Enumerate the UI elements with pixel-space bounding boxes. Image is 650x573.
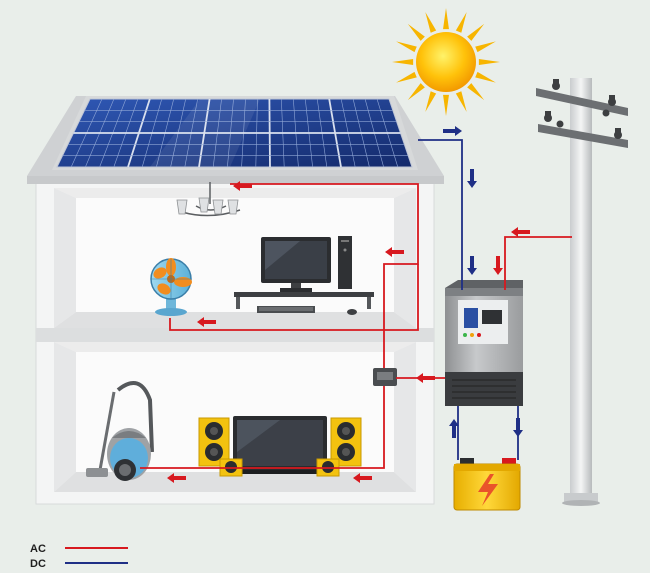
battery-icon <box>453 458 521 511</box>
desk-fan-icon <box>150 258 192 316</box>
flow-arrows <box>167 126 530 483</box>
flow-arrow <box>167 473 186 483</box>
inverter-icon <box>445 280 523 406</box>
computer-monitor-icon <box>261 237 331 292</box>
computer-desk <box>234 236 374 315</box>
flow-arrow <box>353 473 372 483</box>
flow-arrow <box>233 181 252 191</box>
legend: AC DC <box>30 543 128 570</box>
television-icon <box>233 416 327 474</box>
ceiling-light-icon <box>176 182 241 217</box>
flow-arrow <box>197 317 216 327</box>
speaker-icon-left <box>198 417 243 477</box>
vacuum-cleaner-icon <box>86 380 154 481</box>
utility-pole-icon <box>536 78 628 506</box>
home-theater <box>198 416 362 477</box>
legend-ac-label: AC <box>30 543 46 555</box>
distribution-box-icon <box>373 368 397 386</box>
keyboard-icon <box>257 306 315 313</box>
flow-arrow <box>467 256 477 275</box>
computer-tower-icon <box>338 236 352 289</box>
mouse-icon <box>347 309 357 315</box>
sun-icon <box>392 8 500 116</box>
flow-arrow <box>513 418 523 437</box>
flow-arrow <box>467 169 477 188</box>
flow-arrow <box>449 419 459 438</box>
speaker-icon-right <box>316 417 362 477</box>
flow-arrow <box>385 247 404 257</box>
flow-arrow <box>493 256 503 275</box>
flow-arrow <box>416 373 435 383</box>
solar-panel-icon <box>52 96 418 170</box>
flow-arrow <box>443 126 462 136</box>
flow-arrow <box>511 227 530 237</box>
legend-dc-label: DC <box>30 558 46 570</box>
